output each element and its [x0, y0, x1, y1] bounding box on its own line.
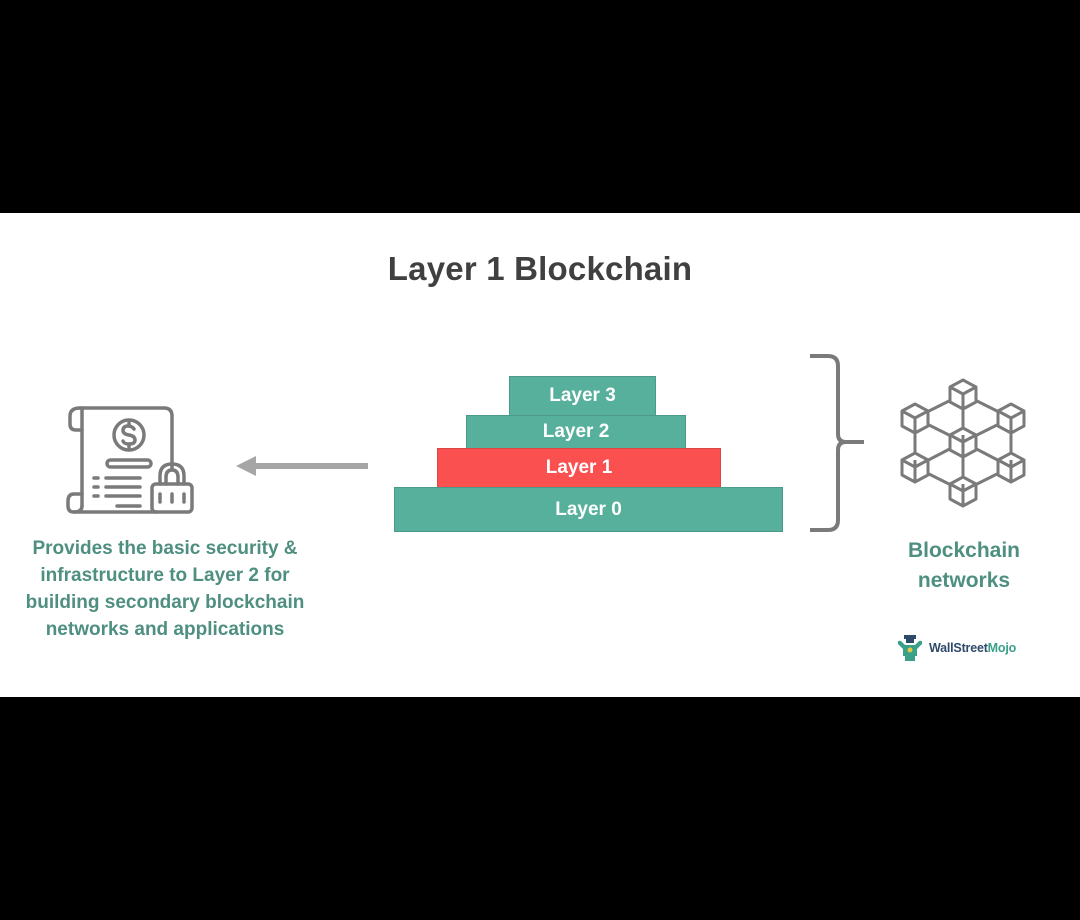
right-brace-icon	[810, 354, 864, 532]
secure-document-icon	[66, 406, 194, 514]
layer-3-block: Layer 3	[509, 376, 656, 416]
logo-mascot-icon	[897, 635, 923, 661]
layer-2-block: Layer 2	[466, 415, 686, 449]
logo-text: WallStreetMojo	[929, 641, 1016, 655]
layer-0-block: Layer 0	[394, 487, 783, 532]
wallstreetmojo-logo: WallStreetMojo	[895, 634, 1016, 662]
layer-1-description: Provides the basic security & infrastruc…	[25, 538, 305, 640]
diagram-title: Layer 1 Blockchain	[387, 250, 693, 287]
layer-1-block: Layer 1	[437, 448, 721, 488]
blockchain-networks-label: Blockchain networks	[880, 536, 1048, 596]
arrow-left-icon	[236, 456, 368, 476]
logo-text-part1: WallStreet	[929, 641, 988, 655]
label-line-1: Blockchain	[907, 539, 1021, 562]
blockchain-network-icon	[900, 378, 1026, 508]
logo-text-part2: Mojo	[987, 641, 1017, 655]
label-line-2: networks	[917, 569, 1011, 592]
